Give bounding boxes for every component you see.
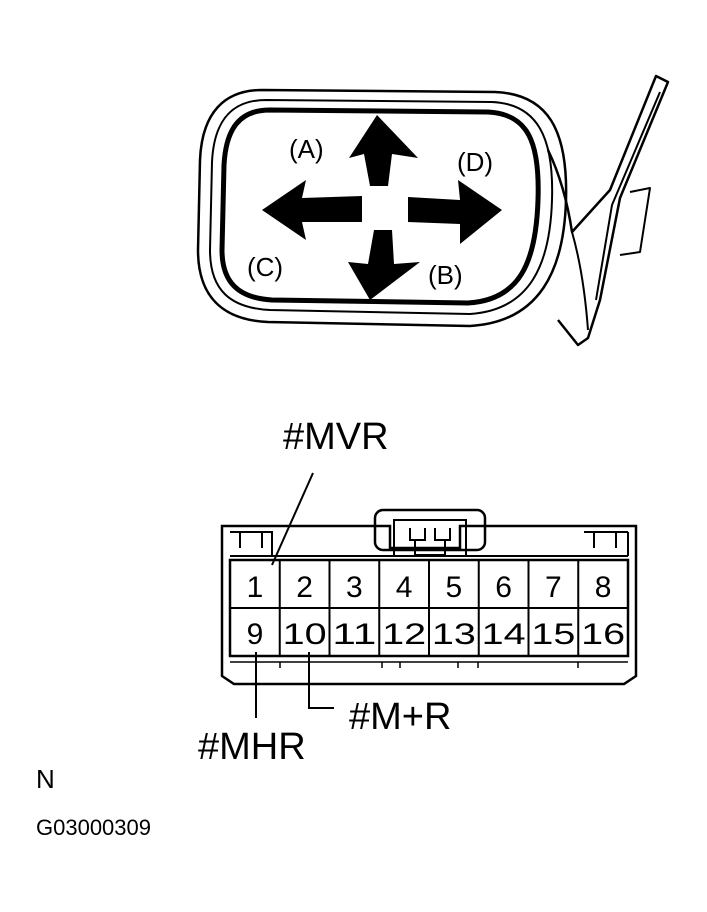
- pin-12: 12: [382, 618, 426, 651]
- mirror-arm-inner: [595, 91, 661, 301]
- connector: [220, 472, 638, 718]
- pin-16: 16: [581, 618, 625, 651]
- arrow-down-icon: [348, 230, 420, 300]
- mirror-arm: [546, 74, 670, 347]
- pin-3: 3: [346, 571, 363, 604]
- connector-body: [220, 524, 638, 686]
- pin-5: 5: [446, 571, 463, 604]
- pin-2: 2: [296, 571, 313, 604]
- adjust-arrows: [262, 115, 502, 300]
- side-mirror: [196, 74, 670, 347]
- connector-shoulder-left: [230, 531, 273, 556]
- label-c: (C): [247, 252, 283, 282]
- connector-shoulder-right: [584, 531, 629, 556]
- leader-mpr: [308, 652, 334, 709]
- pin-numbers-top: 1 2 3 4 5 6 7 8: [247, 571, 612, 604]
- connector-column-dividers: [278, 560, 580, 656]
- pin-15: 15: [531, 618, 575, 651]
- mirror-glass: [219, 107, 541, 306]
- label-a: (A): [289, 134, 324, 164]
- figure-note: N: [36, 764, 55, 794]
- connector-bottom-rail: [230, 661, 628, 668]
- connector-latch: [373, 508, 487, 552]
- mirror-mount-plate: [619, 187, 651, 256]
- pin-8: 8: [595, 571, 612, 604]
- pin-14: 14: [482, 618, 526, 651]
- callout-mvr: #MVR: [283, 416, 389, 458]
- pin-13: 13: [432, 618, 476, 651]
- mirror-arm-base: [571, 231, 589, 331]
- leader-mvr: [271, 472, 314, 566]
- label-d: (D): [457, 147, 493, 177]
- pin-10: 10: [283, 618, 327, 651]
- pin-1: 1: [247, 571, 264, 604]
- figure-code: G03000309: [36, 815, 151, 840]
- arrow-left-icon: [262, 180, 362, 240]
- callout-mpr: #M+R: [349, 696, 451, 738]
- pin-11: 11: [332, 618, 376, 651]
- arrow-up-icon: [349, 115, 418, 186]
- pin-4: 4: [396, 571, 413, 604]
- pin-9: 9: [247, 618, 264, 651]
- label-b: (B): [428, 260, 463, 290]
- pin-numbers-bottom: 9 10 11 12 13 14 15 16: [247, 618, 625, 651]
- mirror-housing-outer: [196, 88, 568, 328]
- arrow-right-icon: [408, 180, 502, 244]
- mirror-housing-inner: [209, 99, 554, 315]
- callout-mhr: #MHR: [198, 726, 306, 768]
- pin-6: 6: [495, 571, 512, 604]
- pin-7: 7: [545, 571, 562, 604]
